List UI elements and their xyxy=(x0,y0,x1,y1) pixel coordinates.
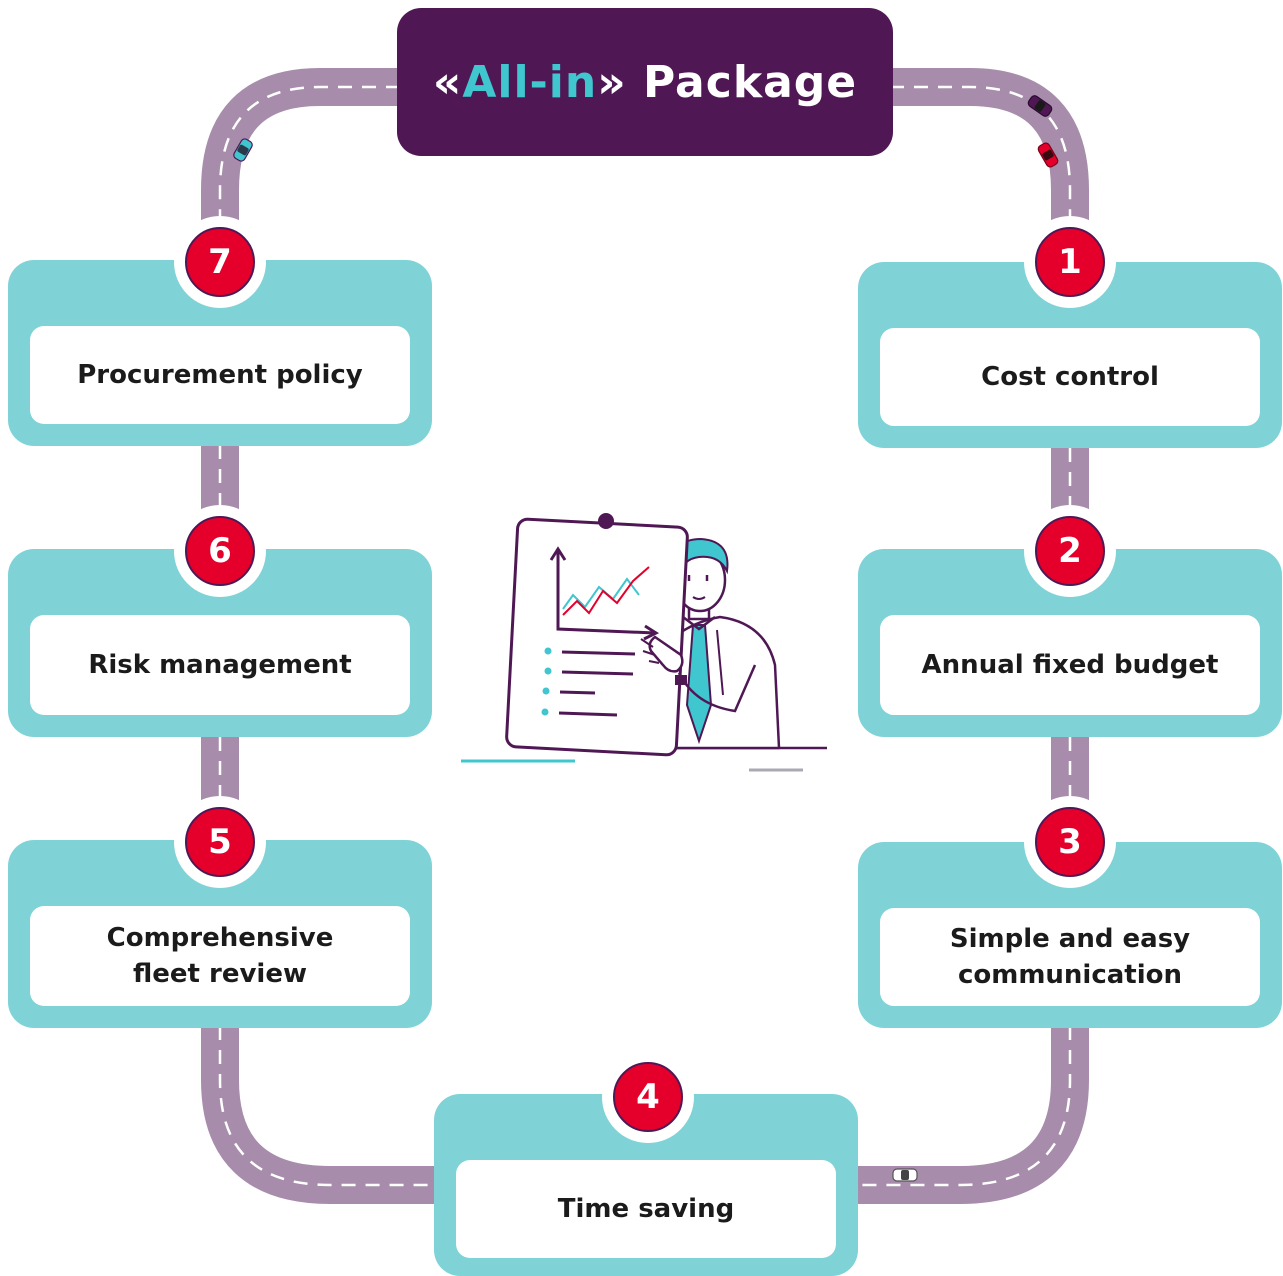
step-text: Cost control xyxy=(981,362,1159,392)
step-label-5: Comprehensive fleet review xyxy=(30,906,410,1006)
step-number: 3 xyxy=(1035,807,1105,877)
step-card-3: Simple and easy communication xyxy=(858,842,1282,1028)
step-label-7: Procurement policy xyxy=(30,326,410,424)
car-icon xyxy=(233,138,253,162)
step-card-1: Cost control xyxy=(858,262,1282,448)
title-open-quote: « xyxy=(432,56,463,108)
step-badge-5: 5 xyxy=(174,796,266,888)
step-number: 5 xyxy=(185,807,255,877)
step-label-4: Time saving xyxy=(456,1160,836,1258)
step-number: 7 xyxy=(185,227,255,297)
car-icon xyxy=(1037,142,1059,168)
step-label-2: Annual fixed budget xyxy=(880,615,1260,715)
step-text: Comprehensive xyxy=(106,923,334,953)
step-card-7: Procurement policy xyxy=(8,260,432,446)
businessman-presenting-chart-icon xyxy=(461,513,827,772)
step-number: 4 xyxy=(613,1062,683,1132)
title-close-quote: » xyxy=(597,56,627,108)
step-text: Risk management xyxy=(88,650,352,680)
step-badge-2: 2 xyxy=(1024,505,1116,597)
step-label-6: Risk management xyxy=(30,615,410,715)
step-text: communication xyxy=(957,960,1183,990)
step-text: fleet review xyxy=(132,959,307,989)
step-text: Time saving xyxy=(557,1194,735,1224)
step-text: Procurement policy xyxy=(77,360,363,390)
step-badge-1: 1 xyxy=(1024,216,1116,308)
car-icon xyxy=(1027,95,1053,117)
step-badge-4: 4 xyxy=(602,1051,694,1143)
step-card-4: Time saving xyxy=(434,1094,858,1276)
step-badge-3: 3 xyxy=(1024,796,1116,888)
title-highlight: All-in xyxy=(462,56,598,108)
step-badge-6: 6 xyxy=(174,505,266,597)
step-number: 2 xyxy=(1035,516,1105,586)
step-text: Annual fixed budget xyxy=(921,650,1219,680)
step-label-3: Simple and easy communication xyxy=(880,908,1260,1006)
title-banner: «All-in» Package xyxy=(397,8,893,156)
step-badge-7: 7 xyxy=(174,216,266,308)
step-label-1: Cost control xyxy=(880,328,1260,426)
title-rest: Package xyxy=(626,56,858,108)
car-icon xyxy=(892,1168,918,1182)
step-text: Simple and easy xyxy=(949,924,1191,954)
step-number: 6 xyxy=(185,516,255,586)
step-number: 1 xyxy=(1035,227,1105,297)
